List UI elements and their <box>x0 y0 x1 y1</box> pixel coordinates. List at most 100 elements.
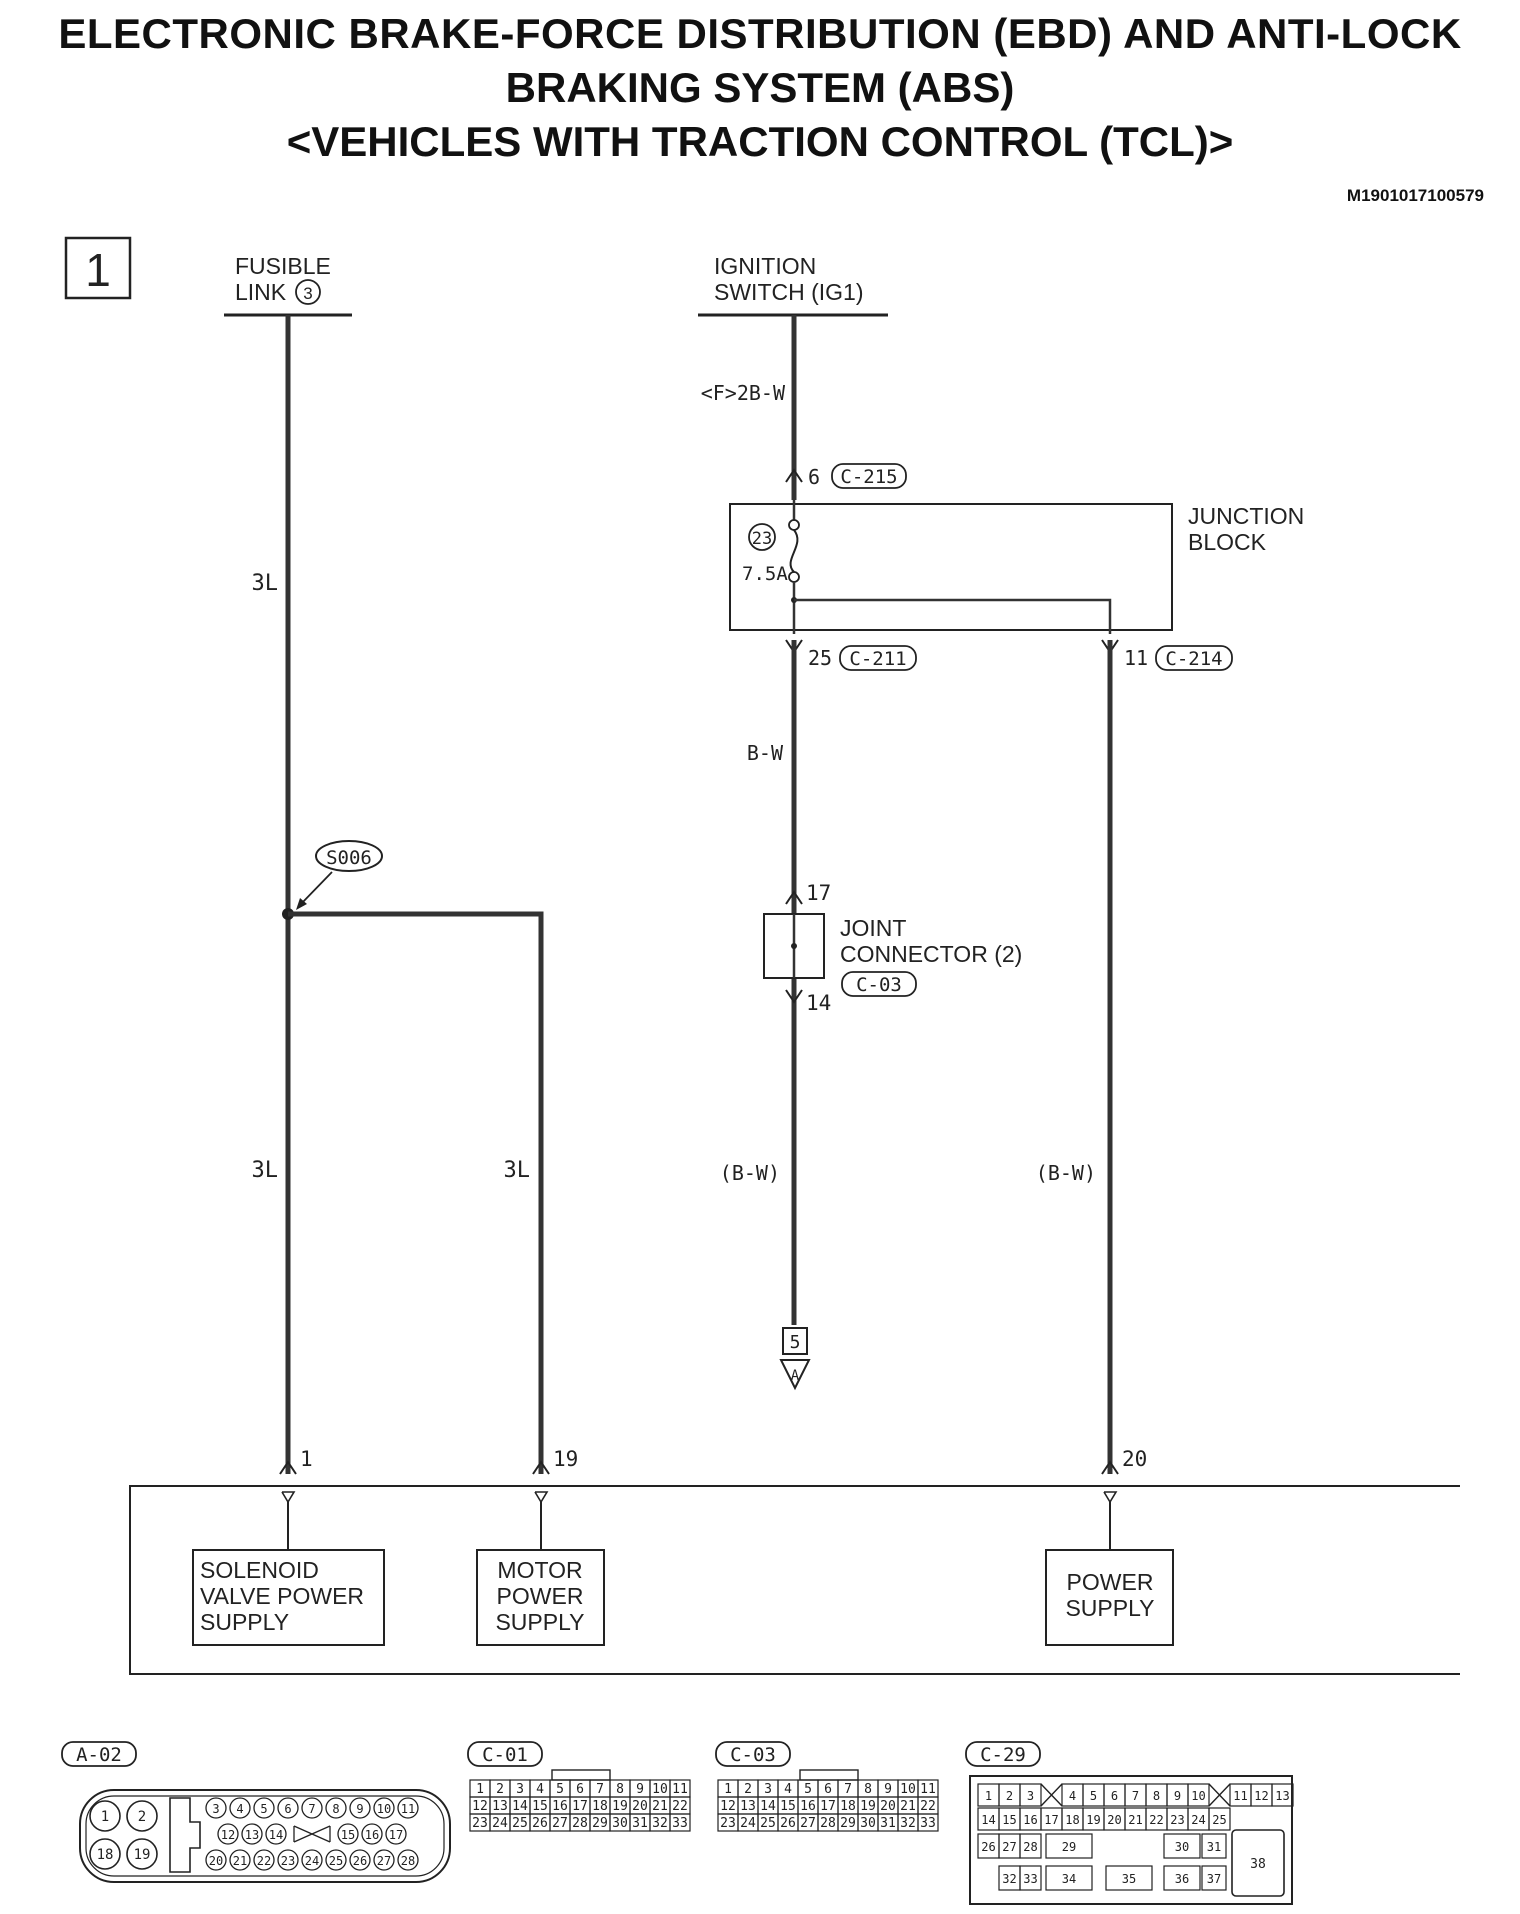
c01-pin: 9 <box>636 1782 644 1797</box>
c03-pin: 20 <box>880 1799 896 1814</box>
jb-output-right-connector-box <box>1155 645 1233 671</box>
a02-label: A-02 <box>76 1744 122 1766</box>
c03-pin: 13 <box>740 1799 756 1814</box>
a02-pin <box>349 1797 371 1819</box>
c01-pin: 13 <box>492 1799 508 1814</box>
a02-big-pin <box>89 1838 121 1870</box>
jb-output-left-connector-box <box>839 645 917 671</box>
c01-pin: 28 <box>572 1816 588 1831</box>
a02-pin <box>205 1849 227 1871</box>
wire-motor-branch <box>288 911 544 1474</box>
c29-pin: 34 <box>1062 1872 1076 1886</box>
a02-pin-number: 12 <box>221 1828 235 1842</box>
c03-pin: 15 <box>780 1799 796 1814</box>
c03-pin: 18 <box>840 1799 856 1814</box>
c03-pin: 17 <box>820 1799 836 1814</box>
c29-cell <box>1201 1865 1227 1891</box>
c29-pin: 18 <box>1065 1813 1079 1827</box>
solenoid-supply-block <box>192 1549 385 1646</box>
a02-pin <box>277 1797 299 1819</box>
a02-pin <box>217 1823 239 1845</box>
c29-cell <box>1019 1783 1042 1807</box>
fuse-terminal-bottom <box>788 571 800 583</box>
a02-pin-number: 21 <box>233 1854 247 1868</box>
c01-pin: 10 <box>652 1782 668 1797</box>
c29-pin: 28 <box>1023 1840 1037 1854</box>
a02-pin-number: 16 <box>365 1828 379 1842</box>
c01-pin: 8 <box>616 1782 624 1797</box>
c03-pin: 26 <box>780 1816 796 1831</box>
a02-pin-number: 15 <box>341 1828 355 1842</box>
c29-pin: 5 <box>1090 1789 1097 1803</box>
a02-pin <box>397 1849 419 1871</box>
a02-big-pin <box>126 1838 158 1870</box>
c01-pin: 12 <box>472 1799 488 1814</box>
c03-pin: 8 <box>864 1782 872 1797</box>
c29-pin: 31 <box>1207 1840 1221 1854</box>
c29-pin: 17 <box>1044 1813 1058 1827</box>
wire-label-ignition-top: <F>2B-W <box>701 381 786 405</box>
a02-pin-number: 20 <box>209 1854 223 1868</box>
c01-pin: 24 <box>492 1816 508 1831</box>
c01-cell <box>669 1813 691 1832</box>
ecu-boundary <box>129 1485 1460 1675</box>
a02-pin <box>349 1849 371 1871</box>
c29-pin: 24 <box>1191 1813 1205 1827</box>
a02-pin <box>253 1849 275 1871</box>
c03-pin: 21 <box>900 1799 916 1814</box>
c29-pin: 8 <box>1153 1789 1160 1803</box>
ecu-pin-19: 19 <box>553 1447 578 1471</box>
ecu-pin-20-arrow <box>1101 1460 1119 1475</box>
c01-pin: 18 <box>592 1799 608 1814</box>
a02-pin <box>253 1797 275 1819</box>
c01-pin: 20 <box>632 1799 648 1814</box>
c01-latch <box>551 1769 611 1781</box>
c29-pin: 14 <box>981 1813 995 1827</box>
c03-pin: 27 <box>800 1816 816 1831</box>
a02-pin-number: 26 <box>353 1854 367 1868</box>
c29-pin: 35 <box>1122 1872 1136 1886</box>
a02-pin-number: 9 <box>356 1802 363 1816</box>
c01-pin: 16 <box>552 1799 568 1814</box>
c29-cell <box>1201 1833 1227 1859</box>
a02-pin-number: 7 <box>308 1802 315 1816</box>
a02-pin <box>397 1797 419 1819</box>
motor-label-1: MOTOR <box>497 1557 582 1583</box>
a02-pin <box>277 1849 299 1871</box>
c01-pin: 4 <box>536 1782 544 1797</box>
c03-pin: 2 <box>744 1782 752 1797</box>
c29-pin: 19 <box>1086 1813 1100 1827</box>
fuse-rating: 7.5A <box>742 563 788 585</box>
joint-connector-output-arrow <box>785 989 803 1004</box>
c01-pin: 7 <box>596 1782 604 1797</box>
a02-pin-number: 6 <box>284 1802 291 1816</box>
c01-pin: 30 <box>612 1816 628 1831</box>
joint-connector-label-2: CONNECTOR (2) <box>840 941 1022 967</box>
joint-connector-input-pin: 17 <box>806 881 831 905</box>
c03-pin: 11 <box>920 1782 936 1797</box>
a02-pin-number: 10 <box>377 1802 391 1816</box>
jb-internal-branch <box>794 598 1112 634</box>
c01-pin: 15 <box>532 1799 548 1814</box>
a02-pin-number: 28 <box>401 1854 415 1868</box>
c29-pin: 9 <box>1174 1789 1181 1803</box>
power-label-2: SUPPLY <box>1065 1595 1154 1621</box>
a02-pin <box>337 1823 359 1845</box>
c01-pin: 5 <box>556 1782 564 1797</box>
solenoid-label-2: VALVE POWER <box>200 1583 364 1609</box>
a02-pin-number: 22 <box>257 1854 271 1868</box>
a02-big-pin-number: 18 <box>97 1847 114 1863</box>
a02-big-pin-number: 19 <box>134 1847 151 1863</box>
c29-pin: 27 <box>1002 1840 1016 1854</box>
c03-latch <box>799 1769 859 1781</box>
a02-pin-number: 14 <box>269 1828 283 1842</box>
a02-pin-number: 3 <box>212 1802 219 1816</box>
solenoid-label-1: SOLENOID <box>200 1557 319 1583</box>
jb-output-left-connector: C-211 <box>849 648 906 670</box>
a02-big-pin-number: 2 <box>138 1809 146 1825</box>
c29-pin: 13 <box>1275 1789 1289 1803</box>
fuse-terminal-top <box>788 519 800 531</box>
c03-pin: 9 <box>884 1782 892 1797</box>
motor-label-2: POWER <box>497 1583 584 1609</box>
